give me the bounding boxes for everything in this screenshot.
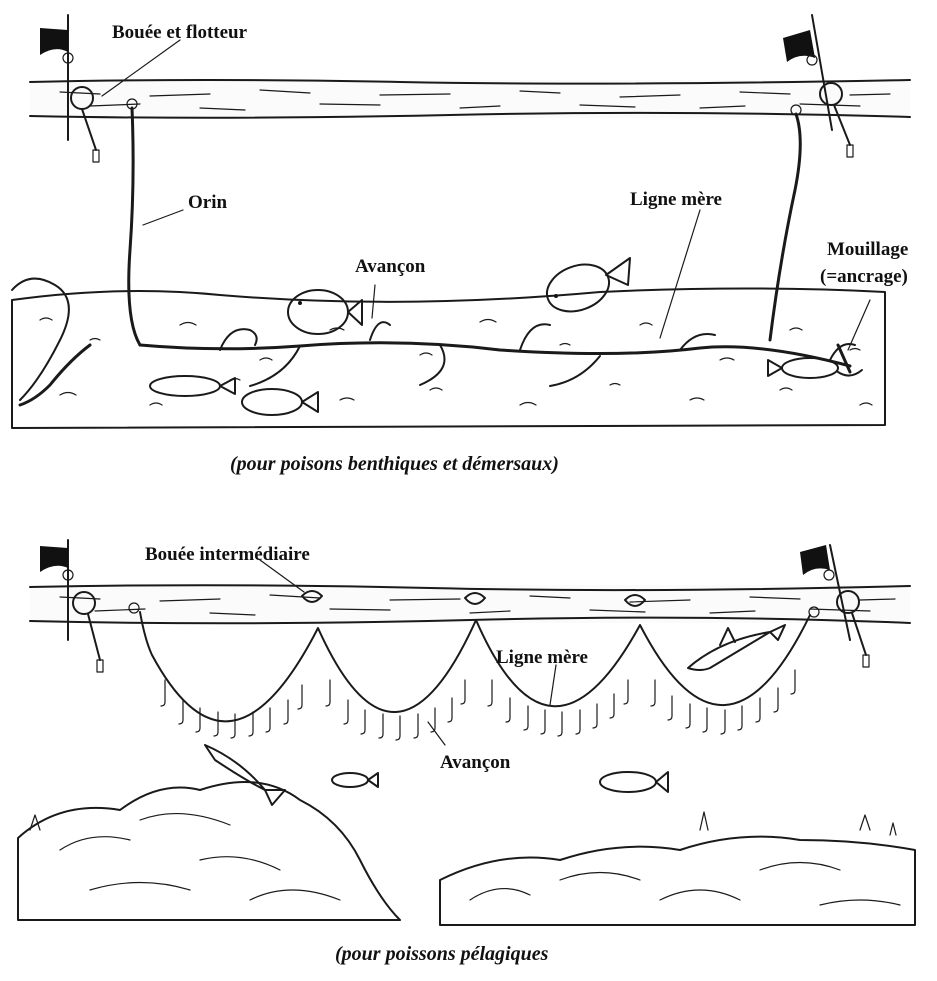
label-mooring: Mouillage xyxy=(827,239,908,260)
hooks-bottom xyxy=(161,670,795,740)
leader-main-line-top xyxy=(660,210,700,338)
orin-left xyxy=(129,108,140,345)
rocky-seabed xyxy=(18,782,915,925)
label-snood-top: Avançon xyxy=(355,256,426,277)
shark xyxy=(688,625,785,670)
benthic-panel: Bouée et flotteur Orin Ligne mère Avanço… xyxy=(12,15,910,475)
label-buoy-float: Bouée et flotteur xyxy=(112,22,248,43)
orin-right xyxy=(770,114,800,340)
leader-orin xyxy=(143,210,183,225)
tuna-right xyxy=(600,772,668,792)
label-intermediate-buoy: Bouée intermédiaire xyxy=(145,544,310,565)
label-orin: Orin xyxy=(188,192,227,213)
sea-surface-top xyxy=(30,80,910,118)
leader-mooring xyxy=(848,300,870,350)
leader-main-line-bottom xyxy=(550,665,556,705)
eel-left xyxy=(20,345,90,405)
fish-seabream-top xyxy=(540,256,630,319)
label-snood-bottom: Avançon xyxy=(440,752,511,773)
tuna-diving xyxy=(205,745,285,805)
seabed-top xyxy=(12,279,885,428)
pelagic-panel: Bouée intermédiaire Ligne mère Avançon (… xyxy=(18,540,915,965)
sea-surface-bottom xyxy=(30,585,910,623)
fish-bottom-right xyxy=(768,358,838,378)
leader-snood-bottom xyxy=(428,722,445,745)
fish-bottom-center xyxy=(242,389,318,415)
snoods-top xyxy=(220,322,855,386)
caption-pelagic: (pour poissons pélagiques xyxy=(335,943,549,965)
label-main-line-bottom: Ligne mère xyxy=(496,647,588,668)
caption-benthic: (pour poisons benthiques et démersaux) xyxy=(230,453,559,475)
label-anchoring: (=ancrage) xyxy=(820,266,908,287)
tuna-small xyxy=(332,773,378,787)
main-line-bottom xyxy=(140,612,810,721)
fish-bottom-left xyxy=(150,376,235,396)
main-line-top xyxy=(140,343,850,366)
label-main-line-top: Ligne mère xyxy=(630,189,722,210)
flatfish-top xyxy=(288,290,362,334)
